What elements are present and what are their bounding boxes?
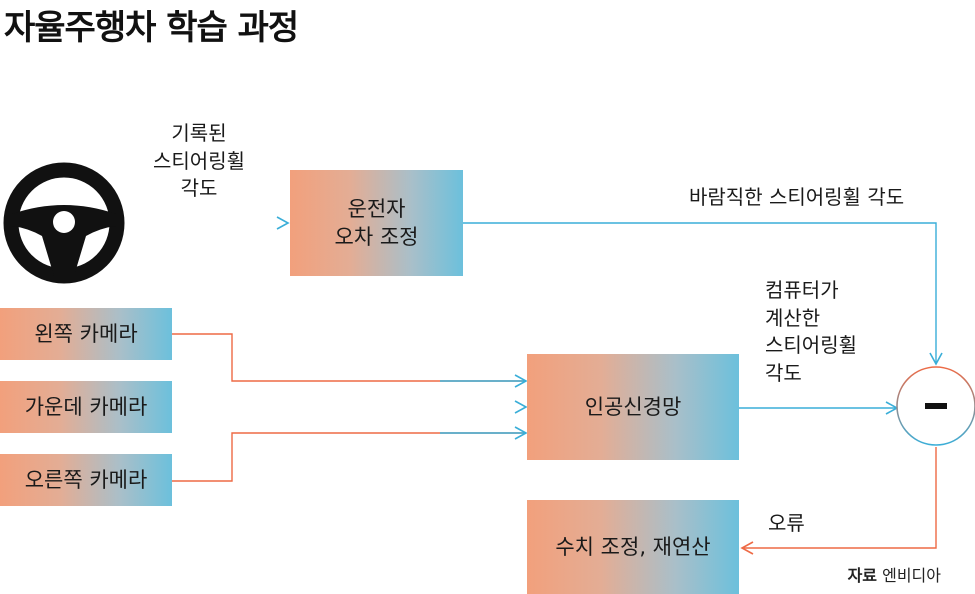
box-center-camera: 가운데 카메라	[0, 381, 172, 433]
label-computed-angle: 컴퓨터가 계산한 스티어링휠 각도	[765, 278, 857, 385]
edge-right-camera	[172, 432, 526, 482]
steering-wheel-icon	[3, 162, 125, 284]
label-error: 오류	[768, 511, 805, 535]
label-desired-angle: 바람직한 스티어링휠 각도	[689, 185, 905, 209]
box-neural-network: 인공신경망	[527, 354, 739, 460]
box-driver-error: 운전자 오차 조정	[290, 170, 463, 276]
edge-left-camera	[172, 333, 526, 382]
edge-desired-angle	[463, 222, 943, 366]
diagram-title: 자율주행차 학습 과정	[4, 8, 299, 48]
box-adjust-recompute: 수치 조정, 재연산	[527, 500, 739, 594]
source-credit: 자료 엔비디아	[847, 566, 941, 585]
box-right-camera: 오른쪽 카메라	[0, 454, 172, 506]
box-left-camera: 왼쪽 카메라	[0, 308, 172, 360]
edge-error	[740, 447, 937, 555]
label-recorded-angle: 기록된 스티어링휠 각도	[153, 121, 245, 201]
